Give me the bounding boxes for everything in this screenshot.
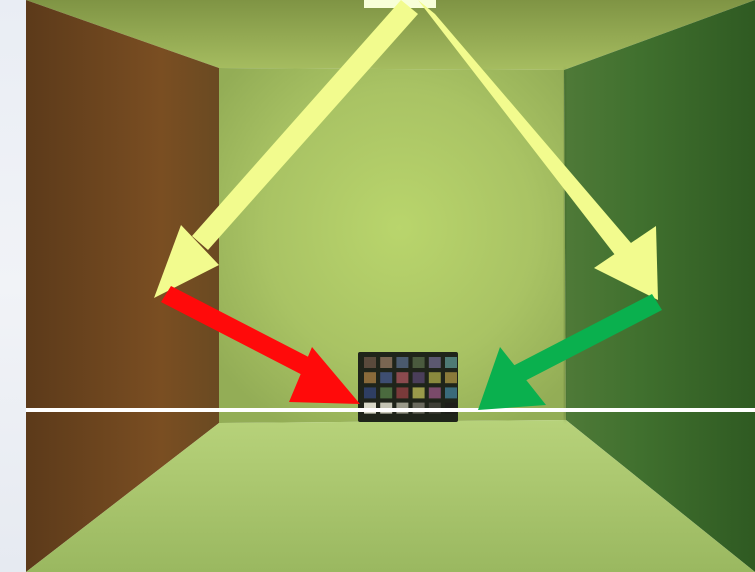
right-wall	[564, 0, 755, 572]
scene-svg	[26, 0, 755, 572]
yellow-arrow-right-shaft	[418, 0, 637, 264]
green-arrow-head	[478, 347, 546, 410]
color-patch	[380, 372, 393, 384]
incoming-light-arrows	[154, 0, 658, 300]
color-patch	[445, 372, 457, 384]
color-patch	[412, 357, 425, 368]
reflected-red-arrow	[161, 286, 360, 404]
corner-edge-right	[562, 69, 568, 421]
red-arrow-head	[289, 347, 360, 404]
green-arrow-shaft	[507, 294, 662, 385]
color-patch	[396, 387, 409, 399]
color-patch	[364, 387, 376, 399]
reflected-green-arrow	[478, 294, 662, 410]
color-patch	[428, 357, 441, 368]
color-patch	[396, 357, 409, 368]
left-margin	[0, 0, 26, 572]
back-wall	[219, 68, 566, 423]
color-patch	[445, 357, 457, 368]
color-patch	[412, 387, 425, 399]
color-patch	[412, 372, 425, 384]
red-arrow-shaft	[161, 286, 326, 382]
color-patch	[364, 372, 376, 384]
color-patch	[380, 357, 393, 368]
color-patch	[364, 357, 376, 368]
color-patch	[428, 387, 441, 399]
color-patch	[396, 372, 409, 384]
left-wall	[26, 0, 219, 572]
light-box-photo	[26, 0, 755, 572]
color-patch	[445, 387, 457, 399]
floor	[26, 420, 755, 572]
yellow-arrow-right-head	[594, 226, 658, 300]
yellow-arrow-left-shaft	[192, 0, 418, 250]
yellow-arrow-left-head	[154, 225, 219, 298]
color-patch	[380, 387, 393, 399]
color-patch	[428, 372, 441, 384]
